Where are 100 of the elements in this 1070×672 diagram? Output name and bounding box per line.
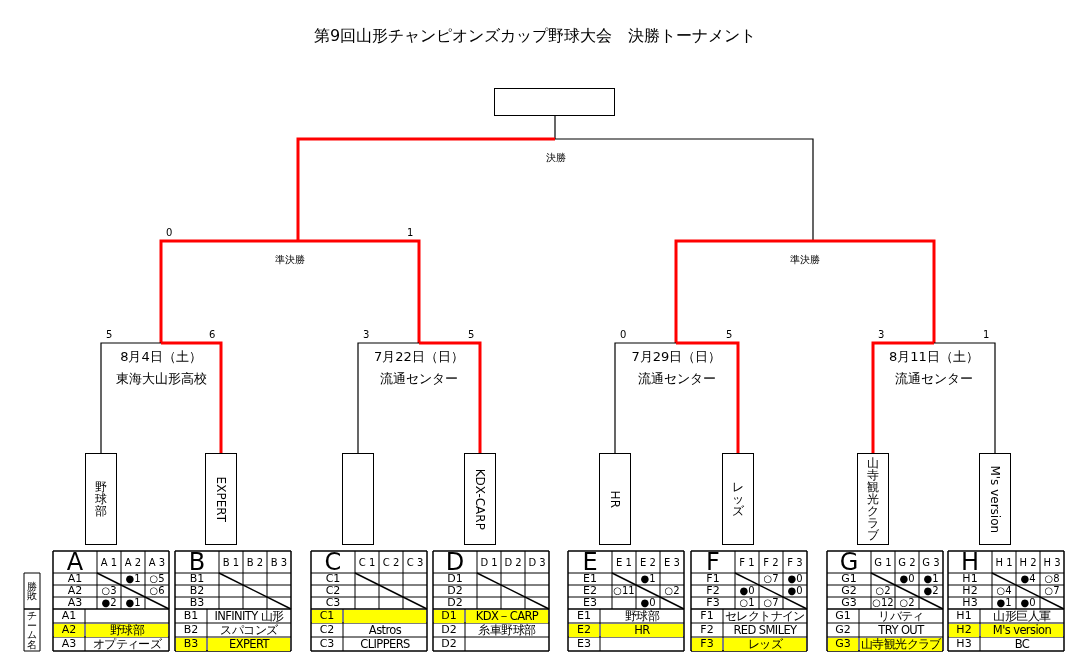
bracket-line (554, 138, 814, 242)
row-header: F3 (705, 597, 721, 609)
team-name-box: 山寺観光クラブ (857, 453, 889, 545)
round-label: 決勝 (544, 150, 567, 165)
score-label: 6 (209, 329, 216, 341)
team-code: F2 (699, 623, 715, 637)
match-result: ○7 (762, 597, 780, 609)
match-result: ●4 (1019, 573, 1037, 585)
match-result: ○8 (1043, 573, 1061, 585)
match-result: ●0 (1019, 597, 1037, 609)
row-header: E1 (582, 573, 598, 585)
team-name: 野球部 (623, 609, 661, 623)
team-code: H1 (955, 609, 973, 623)
row-header: B1 (188, 573, 206, 585)
score-label: 1 (983, 329, 990, 341)
match-result: ●0 (786, 585, 804, 597)
title: 第9回山形チャンピオンズカップ野球大会 決勝トーナメント (312, 24, 758, 47)
column-header: B 3 (269, 555, 289, 570)
team-code: B1 (182, 609, 200, 623)
team-code: E3 (576, 637, 592, 651)
column-header: F 1 (738, 555, 756, 570)
side-label: チーム名 (26, 609, 38, 651)
team-code: C2 (318, 623, 336, 637)
venue-label: 流通センター (636, 370, 717, 388)
group-letter: A (65, 552, 85, 573)
team-name: RED SMILEY (732, 623, 798, 637)
bracket-line (674, 239, 813, 343)
team-name: BC (1013, 637, 1031, 651)
match-result: ○4 (995, 585, 1013, 597)
column-header: C 2 (381, 555, 401, 570)
column-header: B 1 (221, 555, 241, 570)
team-name-box: HR (599, 453, 631, 545)
row-header: B3 (188, 597, 206, 609)
bracket-line (933, 342, 996, 454)
row-header: H3 (961, 597, 979, 609)
column-header: C 3 (405, 555, 425, 570)
team-name-box: M's version (979, 453, 1011, 545)
team-name: スパコンズ (219, 623, 279, 637)
score-label: 0 (166, 227, 173, 239)
team-code: A1 (60, 609, 78, 623)
group-letter: G (838, 552, 860, 573)
match-result: ○2 (898, 597, 916, 609)
match-date: 8月4日（土） (119, 348, 203, 366)
bracket-line (100, 342, 162, 454)
team-name: CLIPPERS (359, 637, 411, 651)
bracket-line (159, 239, 298, 343)
column-header: A 1 (99, 555, 119, 570)
side-label: 勝敗 (26, 579, 38, 603)
team-code: B2 (182, 623, 200, 637)
group-letter: F (705, 552, 721, 573)
match-result: ○1 (738, 597, 756, 609)
row-header: D2 (446, 585, 464, 597)
bracket-line (296, 137, 555, 241)
row-header: H1 (961, 573, 979, 585)
score-label: 5 (106, 329, 113, 341)
column-header: A 3 (147, 555, 167, 570)
team-code: C3 (318, 637, 336, 651)
round-label: 準決勝 (274, 252, 306, 267)
match-result: ○2 (663, 585, 681, 597)
column-header: A 2 (123, 555, 143, 570)
row-header: A1 (66, 573, 84, 585)
match-result: ●1 (995, 597, 1013, 609)
column-header: H 1 (994, 555, 1014, 570)
match-result: ○2 (874, 585, 892, 597)
row-header: E2 (582, 585, 598, 597)
match-result: ●2 (922, 585, 940, 597)
match-result: ●1 (922, 573, 940, 585)
score-label: 3 (878, 329, 885, 341)
bracket-line (419, 341, 482, 453)
team-name: 糸車野球部 (477, 623, 537, 637)
match-result: ●2 (100, 597, 118, 609)
match-result: ●1 (124, 573, 142, 585)
score-label: 3 (363, 329, 370, 341)
column-header: B 2 (245, 555, 265, 570)
match-result: ●0 (898, 573, 916, 585)
group-letter: E (581, 552, 599, 573)
match-result: ○3 (100, 585, 118, 597)
team-name: セレクトナイン (724, 609, 806, 623)
row-header: D2 (446, 597, 464, 609)
row-header: C2 (324, 585, 342, 597)
column-header: G 3 (921, 555, 941, 570)
column-header: E 3 (663, 555, 681, 570)
group-letter: C (323, 552, 343, 573)
team-code: A3 (60, 637, 78, 651)
row-header: G1 (840, 573, 858, 585)
column-header: D 1 (479, 555, 499, 570)
group-letter: D (444, 552, 466, 573)
row-header: H2 (961, 585, 979, 597)
team-name: リバティ (877, 609, 925, 623)
team-code: E1 (576, 609, 592, 623)
team-code: G2 (834, 623, 852, 637)
row-header: F2 (705, 585, 721, 597)
match-result: ●0 (639, 597, 657, 609)
row-header: E3 (582, 597, 598, 609)
group-letter: H (959, 552, 980, 573)
bracket-line (871, 341, 934, 453)
team-name-box: EXPERT (205, 453, 237, 545)
column-header: F 3 (786, 555, 804, 570)
score-label: 1 (407, 227, 414, 239)
match-result: ●1 (639, 573, 657, 585)
